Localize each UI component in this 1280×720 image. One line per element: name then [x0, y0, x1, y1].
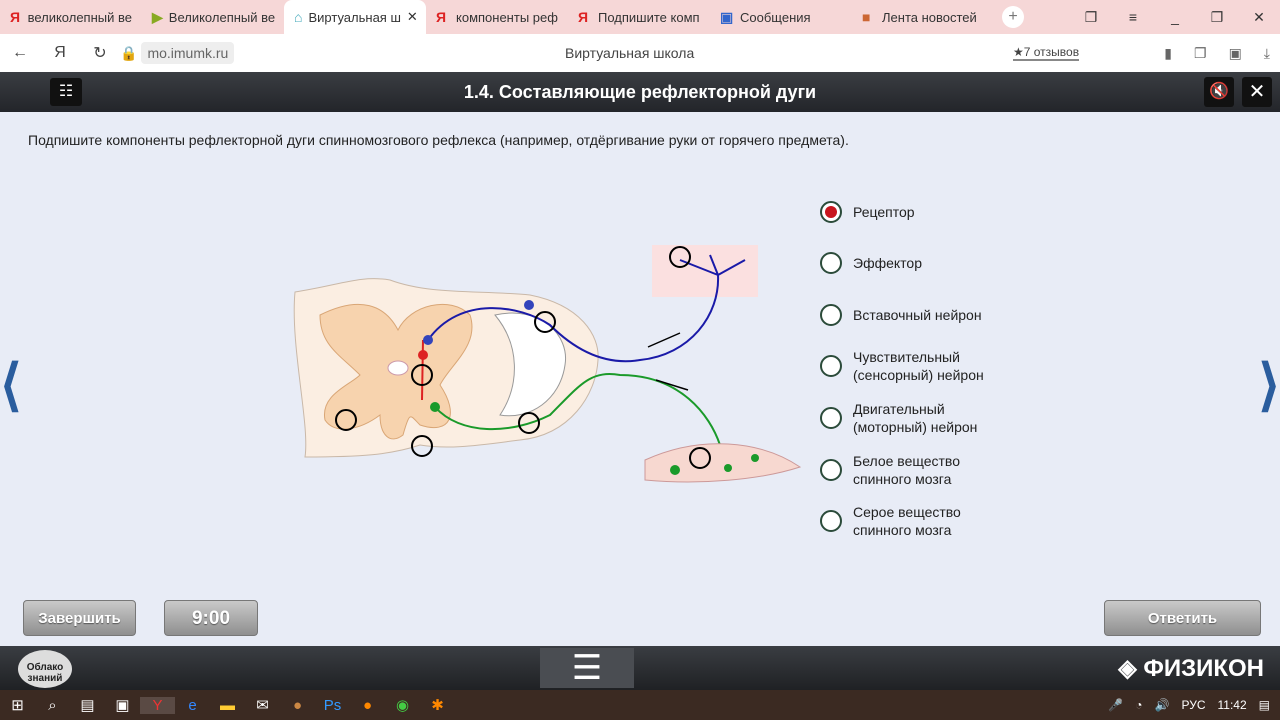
option-gray-matter[interactable]: Серое вещество спинного мозга: [820, 495, 1060, 547]
radio[interactable]: [820, 510, 842, 532]
contents-menu-icon[interactable]: ☷: [50, 78, 82, 106]
notifications-icon[interactable]: ▤: [1258, 698, 1270, 712]
browser-tab[interactable]: ▣Сообщения: [720, 8, 811, 25]
language-indicator[interactable]: РУС: [1181, 698, 1206, 712]
option-white-matter[interactable]: Белое вещество спинного мозга: [820, 444, 1060, 496]
oblako-znaniy-logo: Облако знаний: [18, 650, 72, 688]
chrome-icon[interactable]: ◉: [395, 697, 410, 714]
minimize-icon[interactable]: _: [1171, 9, 1179, 25]
photoshop-icon[interactable]: Ps: [323, 696, 342, 714]
close-window-icon[interactable]: ✕: [1253, 8, 1265, 25]
menu-button[interactable]: ☰: [540, 648, 634, 688]
bookmarks-icon[interactable]: ❐: [1084, 8, 1098, 25]
radio[interactable]: [820, 407, 842, 429]
radio[interactable]: [820, 304, 842, 326]
next-arrow-icon[interactable]: ⟩: [1258, 353, 1280, 416]
browser-tab[interactable]: ▶Великолепный ве: [152, 8, 276, 25]
option-motor-neuron[interactable]: Двигательный (моторный) нейрон: [820, 392, 1060, 444]
yandex-browser-icon[interactable]: Y: [140, 696, 175, 714]
download-icon[interactable]: ⤓: [1263, 44, 1270, 61]
messages-icon: ▣: [720, 8, 734, 25]
close-lesson-icon[interactable]: ✕: [1242, 77, 1272, 107]
close-tab-icon[interactable]: ✕: [406, 9, 418, 24]
finish-button[interactable]: Завершить: [23, 600, 136, 636]
yandex-icon: Я: [578, 9, 589, 25]
explorer-icon[interactable]: ▬: [220, 696, 235, 714]
reload-icon[interactable]: ↻: [93, 45, 107, 62]
avast-icon[interactable]: ✱: [431, 697, 444, 714]
lesson-title: 1.4. Составляющие рефлекторной дуги: [463, 82, 817, 102]
app-icon[interactable]: ●: [292, 696, 303, 714]
answer-button[interactable]: Ответить: [1104, 600, 1261, 636]
address-bar: ← Я ↻ 🔒 mo.imumk.ru Виртуальная школа ★7…: [0, 34, 1280, 72]
radio-selected[interactable]: [820, 201, 842, 223]
wifi-icon[interactable]: ◔: [1135, 698, 1143, 712]
bookmark-icon[interactable]: ▮: [1164, 44, 1172, 61]
store-icon[interactable]: ▣: [115, 697, 130, 714]
lock-icon: 🔒: [120, 44, 138, 61]
option-effector[interactable]: Эффектор: [820, 237, 1060, 289]
option-interneuron[interactable]: Вставочный нейрон: [820, 289, 1060, 341]
sound-muted-icon[interactable]: 🔇: [1204, 77, 1234, 107]
collections-icon[interactable]: ❐: [1194, 44, 1207, 61]
yandex-home-icon[interactable]: Я: [54, 44, 66, 61]
task-view-icon[interactable]: ▤: [80, 697, 95, 714]
radio[interactable]: [820, 355, 842, 377]
prev-arrow-icon[interactable]: ⟨: [0, 353, 22, 416]
school-icon: ⌂: [294, 9, 303, 25]
edge-icon[interactable]: e: [188, 696, 197, 714]
news-icon: ■: [862, 9, 871, 25]
restore-icon[interactable]: ❐: [1210, 8, 1224, 25]
fizikon-logo: ◈ ФИЗИКОН: [1118, 655, 1264, 682]
url-field[interactable]: mo.imumk.ru: [141, 42, 235, 64]
clock[interactable]: 11:42: [1217, 698, 1247, 712]
page-title: Виртуальная школа: [565, 45, 695, 61]
back-icon[interactable]: ←: [12, 44, 28, 61]
mail-icon[interactable]: ✉: [256, 697, 269, 714]
timer: 9:00: [164, 600, 258, 636]
mic-icon[interactable]: 🎤: [1108, 698, 1124, 712]
lesson-header: ☷ 1.4. Составляющие рефлекторной дуги 🔇 …: [0, 72, 1280, 112]
browser-tab-active[interactable]: ⌂Виртуальная ш✕: [284, 0, 426, 34]
radio[interactable]: [820, 459, 842, 481]
reviews-link[interactable]: ★7 отзывов: [1013, 45, 1080, 61]
option-receptor[interactable]: Рецептор: [820, 186, 1060, 238]
new-tab-button[interactable]: +: [1002, 6, 1024, 28]
yandex-icon: Я: [10, 9, 21, 25]
radio[interactable]: [820, 252, 842, 274]
firefox-icon[interactable]: ●: [362, 696, 373, 714]
volume-icon[interactable]: 🔊: [1154, 698, 1170, 712]
task-instruction: Подпишите компоненты рефлекторной дуги с…: [28, 132, 849, 148]
start-icon[interactable]: ⊞: [11, 697, 24, 714]
search-icon[interactable]: ⌕: [48, 696, 57, 714]
play-icon: ▶: [152, 8, 163, 25]
browser-tab[interactable]: ■Лента новостей: [862, 9, 977, 25]
extension-icon[interactable]: ▣: [1228, 44, 1242, 61]
option-sensory-neuron[interactable]: Чувствительный (сенсорный) нейрон: [820, 340, 1060, 392]
reflex-arc-diagram: [293, 245, 802, 483]
lesson-footer: Облако знаний ☰ ◈ ФИЗИКОН: [0, 646, 1280, 690]
yandex-icon: Я: [436, 9, 447, 25]
menu-icon[interactable]: ≡: [1128, 9, 1138, 25]
